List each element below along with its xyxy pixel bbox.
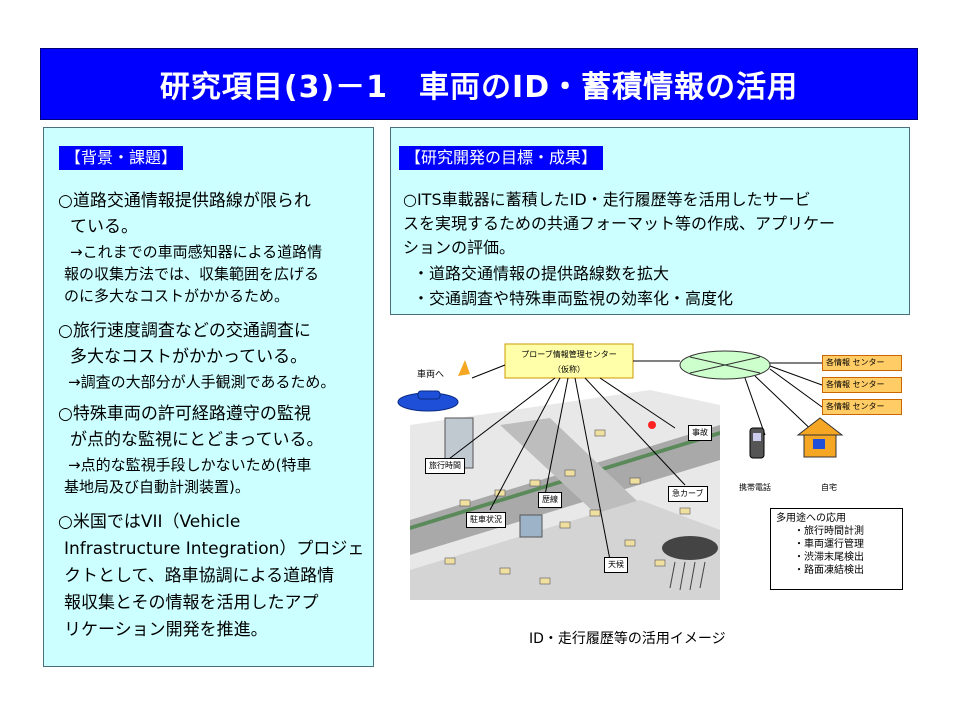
home-label: 自宅 — [821, 483, 837, 492]
probe-center-name: プローブ情報管理センター — [521, 350, 617, 359]
weather-tag: 天候 — [604, 557, 628, 573]
goal-bullet: ・交通調査や特殊車両監視の効率化・高度化 — [413, 289, 734, 308]
issue-line: 多大なコストがかかっている。 — [70, 347, 308, 367]
issue-line: Infrastructure Integration）プロジェ — [64, 539, 365, 559]
mobile-phone-label: 携帯電話 — [739, 483, 771, 492]
vehicle-label: 車両へ — [417, 370, 445, 380]
issue-line: ○旅行速度調査などの交通調査に — [58, 321, 311, 341]
antenna-icon — [458, 360, 470, 376]
application-item: ・車両運行管理 — [794, 539, 864, 550]
background-issues-panel: 【背景・課題】 ○道路交通情報提供路線が限られ ている。 →これまでの車両感知器… — [43, 127, 374, 667]
probe-center-subtitle: （仮称） — [553, 365, 585, 374]
accident-tag: 事故 — [688, 425, 712, 441]
slide-title-bar: 研究項目(3)－1 車両のID・蓄積情報の活用 — [40, 48, 918, 120]
road-cars — [444, 429, 691, 585]
issue-reason-line: →点的な監視手段しかないため(特車 — [68, 456, 312, 474]
background-issues-heading: 【背景・課題】 — [59, 146, 184, 170]
goals-results-heading: 【研究開発の目標・成果】 — [399, 146, 604, 170]
issue-line: が点的な監視にとどまっている。 — [70, 430, 324, 450]
goal-line: ションの評価。 — [403, 238, 516, 257]
goal-line: スを実現するための共通フォーマット等の作成、アプリケー — [403, 214, 836, 233]
issue-line: リケーション開発を推進。 — [64, 620, 268, 640]
lower-street — [410, 500, 720, 600]
connector-lines — [444, 360, 823, 561]
mobile-phone-icon — [749, 427, 765, 459]
issue-line: ○道路交通情報提供路線が限られ — [58, 191, 311, 211]
diagram-caption: ID・走行履歴等の活用イメージ — [529, 631, 726, 647]
small-building — [519, 514, 543, 538]
issue-reason-line: 基地局及び自動計測装置)。 — [64, 478, 250, 496]
issue-reason-line: 報の収集方法では、収集範囲を広げる — [64, 265, 320, 283]
goals-results-panel: 【研究開発の目標・成果】 ○ITS車載器に蓄積したID・走行履歴等を活用したサー… — [390, 127, 910, 315]
applications-title: 多用途への応用 — [776, 513, 846, 524]
home-icon — [796, 417, 844, 436]
info-center-box: 各情報 センター — [822, 355, 902, 371]
probe-center-box — [504, 343, 634, 379]
travel-time-tag: 旅行時間 — [425, 458, 465, 474]
info-center-box: 各情報 センター — [822, 377, 902, 393]
applications-box: 多用途への応用 ・旅行時間計測 ・車両運行管理 ・渋滞末尾検出 ・路面凍結検出 — [770, 508, 903, 590]
sharp-curve-tag: 急カーブ — [668, 486, 708, 502]
route-tag: 歴線 — [538, 492, 562, 508]
issue-line: ○特殊車両の許可経路遵守の監視 — [58, 404, 311, 424]
rain-cloud-icon — [662, 536, 718, 560]
issue-reason-line: のに多大なコストがかかるため。 — [64, 287, 290, 305]
goal-bullet: ・道路交通情報の提供路線数を拡大 — [413, 264, 670, 283]
probe-center-label: プローブ情報管理センター （仮称） — [505, 347, 633, 377]
goal-line: ○ITS車載器に蓄積したID・走行履歴等を活用したサービ — [403, 190, 811, 209]
issue-reason-line: →調査の大部分が人手観測であるため。 — [68, 373, 336, 391]
issue-line: クトとして、路車協調による道路情 — [64, 566, 335, 586]
slide-title: 研究項目(3)－1 車両のID・蓄積情報の活用 — [159, 70, 799, 105]
info-center-box: 各情報 センター — [822, 399, 902, 415]
issue-reason-line: →これまでの車両感知器による道路情 — [70, 243, 323, 261]
application-item: ・旅行時間計測 — [794, 526, 864, 537]
issue-line: 報収集とその情報を活用したアプ — [64, 593, 319, 613]
application-item: ・渋滞末尾検出 — [794, 552, 864, 563]
application-item: ・路面凍結検出 — [794, 565, 864, 576]
accident-marker — [648, 421, 656, 429]
parking-status-tag: 駐車状況 — [466, 512, 506, 528]
rain-lines — [669, 561, 706, 591]
issue-line: ○米国ではVII（Vehicle — [58, 512, 241, 532]
issue-line: ている。 — [70, 217, 138, 237]
